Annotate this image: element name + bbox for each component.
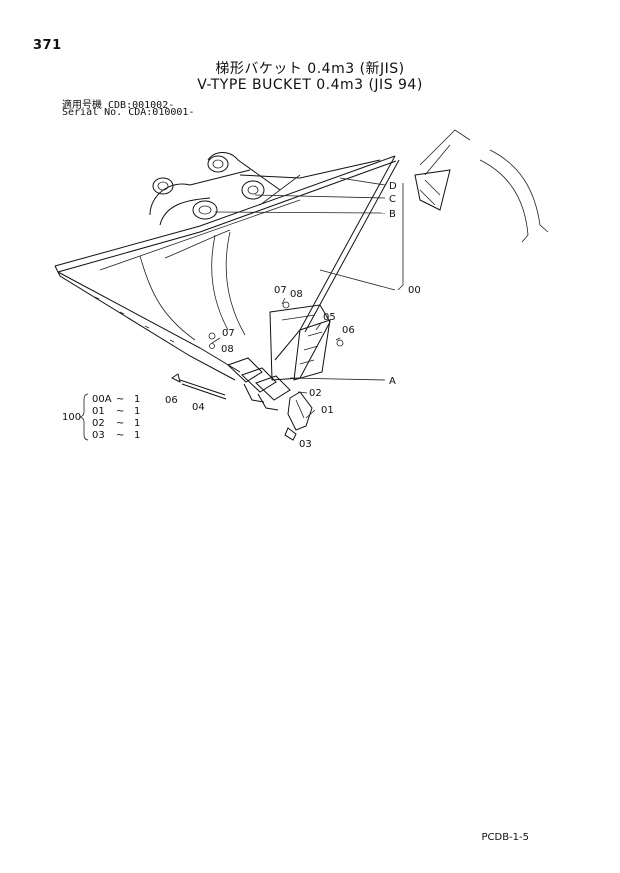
table-row-sep: ~ — [116, 418, 124, 429]
callout-05: 05 — [323, 312, 336, 323]
page-title-japanese: 梯形バケット 0.4m3 (新JIS) — [215, 61, 405, 77]
table-row-sep: ~ — [116, 394, 124, 405]
footer-catalog-code: PCDB-1-5 — [481, 832, 529, 843]
callout-00: 00 — [408, 285, 421, 296]
table-row-part: 00A — [92, 394, 112, 405]
serial-number-range: Serial No. CDA:010001- — [62, 107, 195, 118]
callout-C: C — [389, 194, 396, 205]
callout-08-mid: 08 — [221, 344, 234, 355]
table-row-qty: 1 — [134, 418, 140, 429]
callout-07-top: 07 — [274, 285, 287, 296]
page-title-english: V-TYPE BUCKET 0.4m3 (JIS 94) — [197, 77, 423, 93]
table-row-qty: 1 — [134, 394, 140, 405]
callout-04: 04 — [192, 402, 205, 413]
arm-attachment-sketch — [414, 129, 549, 243]
table-row-part: 01 — [92, 406, 105, 417]
callout-02: 02 — [309, 388, 322, 399]
callout-06-right: 06 — [342, 325, 355, 336]
page-number: 371 — [33, 38, 62, 53]
bolt-and-pin-parts — [171, 301, 344, 400]
table-row-sep: ~ — [116, 430, 124, 441]
table-row-part: 03 — [92, 430, 105, 441]
assembly-quantity-table: 100 00A ~ 1 01 ~ 1 02 ~ 1 03 ~ 1 — [62, 393, 140, 441]
table-row-qty: 1 — [134, 430, 140, 441]
assembly-label: 100 — [62, 412, 81, 423]
table-row-sep: ~ — [116, 406, 124, 417]
table-row-qty: 1 — [134, 406, 140, 417]
callout-03: 03 — [299, 439, 312, 450]
applicable-serial-jp: 適用号機 CDB:001002- — [62, 100, 175, 111]
callout-07-mid: 07 — [222, 328, 235, 339]
callout-08-top: 08 — [290, 289, 303, 300]
callout-A: A — [389, 376, 396, 387]
callout-01: 01 — [321, 405, 334, 416]
callout-B: B — [389, 209, 396, 220]
side-cutter-part — [293, 319, 331, 381]
callout-leaders — [211, 177, 404, 419]
table-row-part: 02 — [92, 418, 105, 429]
callout-D: D — [389, 181, 397, 192]
callout-06-left: 06 — [165, 395, 178, 406]
bucket-body-drawing — [54, 152, 400, 411]
